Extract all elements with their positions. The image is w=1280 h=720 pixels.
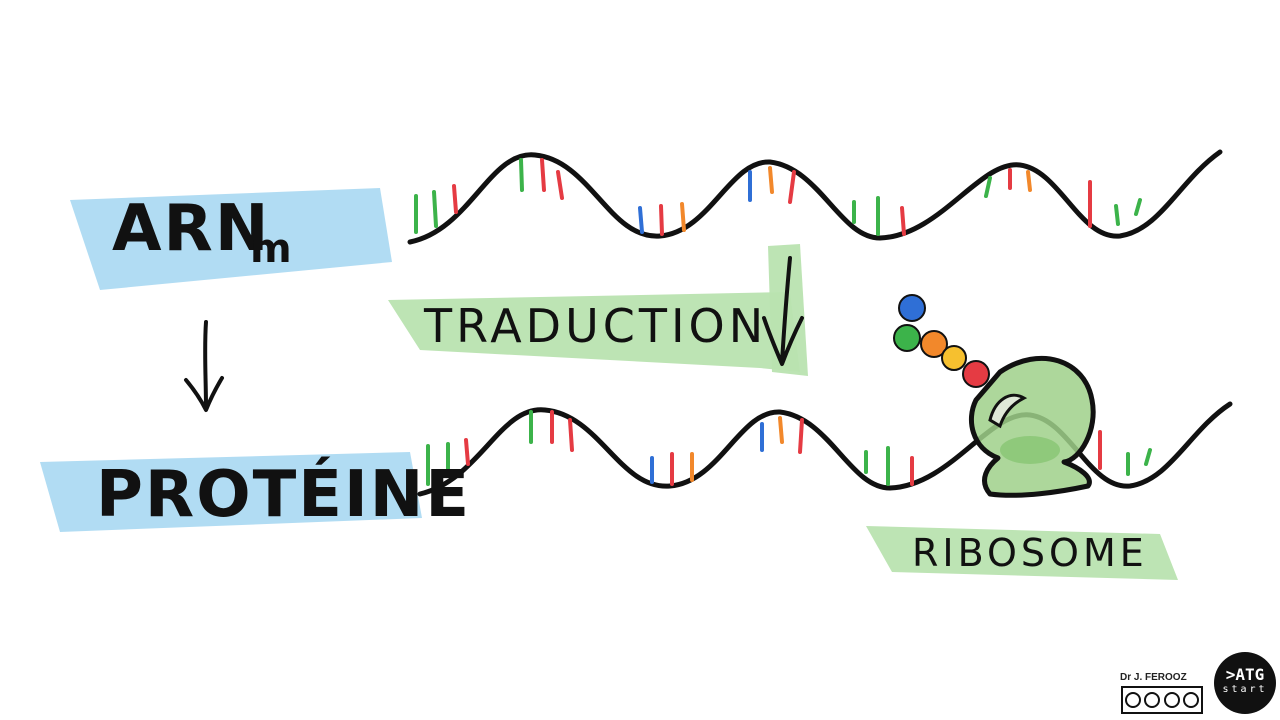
traduction-highlight-band [388, 292, 800, 372]
mrna-strand-top [407, 149, 1223, 245]
traduction-arrow-band [768, 244, 808, 376]
ribosome-highlight-band [866, 526, 1178, 580]
base [1026, 170, 1032, 192]
base [768, 166, 774, 194]
traduction-arrow-icon [762, 256, 804, 366]
cc-icon [1124, 692, 1141, 708]
base [540, 158, 546, 192]
ribosome-icon [968, 355, 1096, 498]
base [1134, 198, 1142, 216]
base [1144, 448, 1152, 466]
arn-highlight-band [70, 188, 392, 290]
mrna-strand-bottom [417, 401, 1233, 497]
amino-acid [962, 360, 990, 388]
amino-acid [893, 324, 921, 352]
amino-acid [898, 294, 926, 322]
proteine-label: PROTÉINE [96, 456, 471, 532]
nc-icon [1163, 692, 1180, 708]
author-credit: Dr J. FEROOZ [1120, 672, 1187, 683]
sa-icon [1183, 692, 1200, 708]
base [452, 184, 458, 214]
base [778, 416, 784, 444]
base [432, 190, 438, 228]
base [519, 158, 524, 192]
base [568, 418, 574, 452]
base [556, 170, 564, 200]
logo-line2: start [1222, 684, 1268, 695]
base [659, 204, 664, 236]
base [984, 176, 992, 198]
ribosome-label: RIBOSOME [912, 531, 1148, 575]
base [1114, 204, 1120, 226]
bases-bottom [426, 410, 1152, 486]
base [788, 170, 796, 204]
peptide-chain [893, 294, 990, 388]
base [680, 202, 686, 232]
creative-commons-badge [1121, 686, 1203, 714]
by-icon [1144, 692, 1161, 708]
arn-to-proteine-arrow-icon [184, 320, 224, 412]
proteine-highlight-band [40, 452, 422, 532]
base [900, 206, 906, 236]
base [464, 438, 470, 466]
traduction-label: TRADUCTION [423, 299, 767, 353]
amino-acid [920, 330, 948, 358]
arn-label: ARN [112, 192, 270, 266]
base [638, 206, 644, 234]
logo-line1: >ATG [1225, 665, 1265, 684]
atg-start-logo: >ATG start [1214, 652, 1276, 714]
arn-subscript-label: m [250, 226, 292, 272]
base [798, 418, 804, 454]
bases-top [414, 158, 1142, 236]
amino-acid [941, 345, 967, 371]
